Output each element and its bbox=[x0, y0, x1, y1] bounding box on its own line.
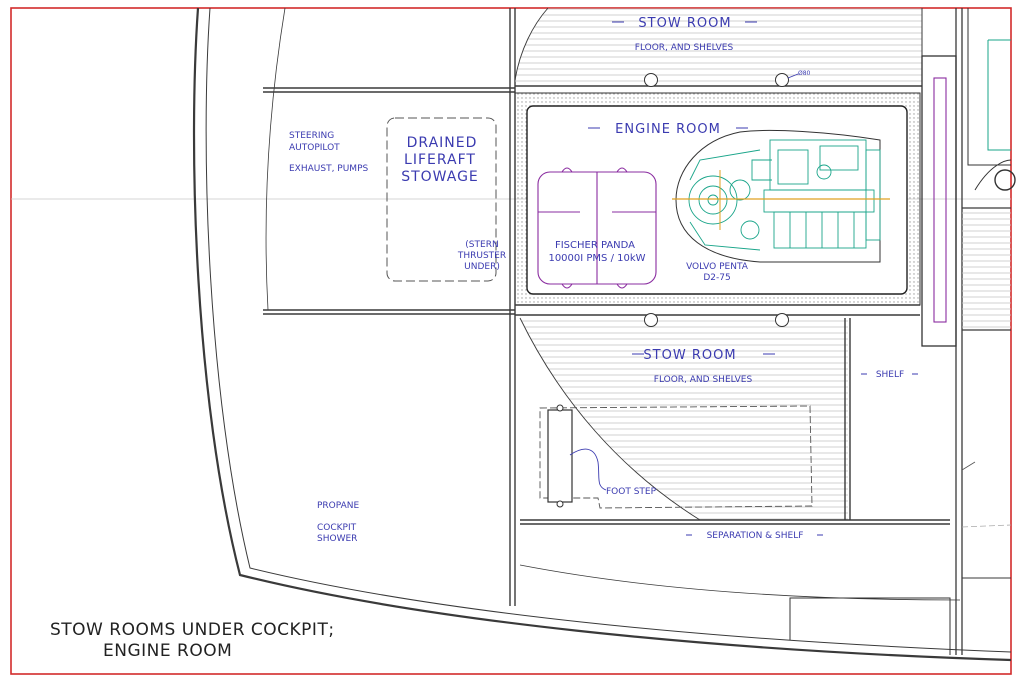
thruster-label-3: UNDER) bbox=[464, 262, 500, 272]
thruster-label-1: (STERN bbox=[465, 240, 498, 250]
cockpit-shower-label-2: SHOWER bbox=[317, 534, 357, 544]
hole-bottom-right bbox=[775, 313, 789, 327]
hole-dimension: Ø80 bbox=[798, 70, 811, 77]
separation-shelf-label: SEPARATION & SHELF bbox=[707, 531, 804, 541]
liferaft-stowage-outline bbox=[386, 117, 497, 282]
stow-room-bottom-label: STOW ROOM bbox=[643, 348, 736, 363]
liferaft-label-1: DRAINED bbox=[407, 135, 478, 151]
exhaust-pumps-label: EXHAUST, PUMPS bbox=[289, 164, 369, 174]
floor-shelves-top-label: FLOOR, AND SHELVES bbox=[635, 43, 734, 53]
hull-outline bbox=[192, 7, 1012, 662]
autopilot-label: AUTOPILOT bbox=[289, 143, 340, 153]
stow-room-top bbox=[514, 7, 923, 87]
foot-step-outline bbox=[539, 404, 813, 509]
propane-label: PROPANE bbox=[317, 501, 360, 511]
caption-line-2: ENGINE ROOM bbox=[103, 641, 232, 661]
hole-right bbox=[775, 73, 789, 87]
right-structure bbox=[789, 8, 1016, 655]
caption-line-1: STOW ROOMS UNDER COCKPIT; bbox=[50, 620, 335, 640]
shelf-label: SHELF bbox=[876, 370, 904, 380]
liferaft-label-2: LIFERAFT bbox=[404, 152, 476, 168]
engine-label-1: VOLVO PENTA bbox=[686, 262, 749, 272]
thruster-label-2: THRUSTER bbox=[457, 251, 506, 261]
liferaft-label-3: STOWAGE bbox=[401, 169, 479, 185]
hole-left bbox=[644, 73, 658, 87]
steering-label: STEERING bbox=[289, 131, 334, 141]
generator-label-2: 10000I PMS / 10kW bbox=[548, 253, 645, 264]
floor-shelves-bottom-label: FLOOR, AND SHELVES bbox=[654, 375, 753, 385]
foot-step-label: FOOT STEP bbox=[606, 487, 657, 497]
engine-drawing bbox=[675, 129, 881, 263]
stow-room-top-label: STOW ROOM bbox=[638, 16, 731, 31]
generator-outline bbox=[537, 167, 657, 289]
hole-bottom-left bbox=[644, 313, 658, 327]
engine-label-2: D2-75 bbox=[703, 273, 730, 283]
engine-room-label: ENGINE ROOM bbox=[615, 122, 721, 137]
cockpit-shower-label-1: COCKPIT bbox=[317, 523, 357, 533]
sheet-frame bbox=[10, 7, 1012, 675]
generator-label-1: FISCHER PANDA bbox=[555, 240, 635, 251]
stow-room-bottom bbox=[515, 313, 950, 525]
